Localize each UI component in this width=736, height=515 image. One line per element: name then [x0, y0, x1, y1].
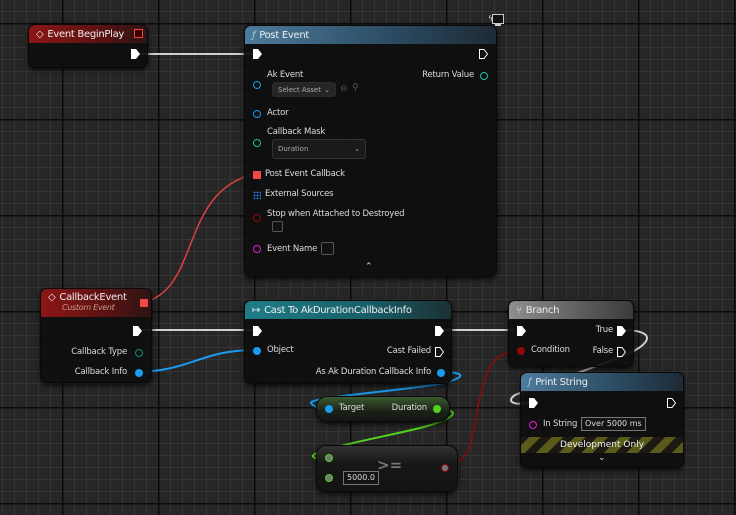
search-icon[interactable]: ⚲ — [352, 83, 359, 93]
callback-info-pin[interactable] — [135, 369, 143, 377]
callback-type-label: Callback Type — [71, 347, 127, 357]
external-sources-label: External Sources — [265, 189, 334, 199]
exec-in-pin[interactable] — [253, 49, 262, 59]
node-subtitle: Custom Event — [62, 303, 115, 312]
event-name-pin[interactable] — [253, 245, 261, 253]
callback-mask-label: Callback Mask — [267, 127, 326, 137]
callback-info-label: Callback Info — [74, 367, 127, 377]
cast-node[interactable]: ↦ Cast To AkDurationCallbackInfo Object … — [244, 300, 452, 384]
ak-event-label: Ak Event — [267, 70, 304, 80]
chevron-down-icon: ⌄ — [324, 85, 330, 94]
post-event-node[interactable]: ƒ Post Event Ak Event Select Asset⌄ ⊖ ⚲ … — [244, 25, 497, 277]
node-header: ↦ Cast To AkDurationCallbackInfo — [245, 301, 451, 319]
exec-out-pin[interactable] — [435, 326, 444, 336]
stop-when-attached-pin[interactable] — [253, 214, 261, 222]
true-label: True — [595, 325, 613, 335]
cast-failed-exec-pin[interactable] — [435, 347, 444, 357]
object-pin[interactable] — [253, 347, 261, 355]
node-header: ◇ Event BeginPlay — [29, 25, 147, 43]
in-string-input[interactable]: Over 5000 ms — [581, 417, 646, 431]
actor-label: Actor — [267, 108, 289, 118]
operator-label: >= — [377, 456, 403, 474]
node-header: ◇CallbackEvent Custom Event — [41, 289, 151, 317]
exec-out-pin[interactable] — [479, 49, 488, 59]
branch-node[interactable]: ⑂ Branch True Condition False — [508, 300, 634, 367]
exec-out-pin[interactable] — [131, 49, 140, 59]
cast-failed-label: Cast Failed — [386, 346, 431, 356]
post-event-callback-pin[interactable] — [253, 171, 261, 179]
post-event-callback-label: Post Event Callback — [265, 169, 345, 179]
delegate-pin-icon[interactable] — [140, 299, 148, 307]
in-string-pin[interactable] — [529, 421, 537, 429]
array-grid-pin[interactable] — [253, 191, 261, 199]
node-title: Event BeginPlay — [47, 28, 125, 40]
print-string-node[interactable]: ƒ Print String In String Over 5000 ms De… — [520, 372, 684, 468]
exec-in-pin[interactable] — [517, 326, 526, 336]
dropdown-value: Duration — [278, 145, 309, 153]
development-only-banner: Development Only — [521, 437, 683, 453]
greater-equal-node[interactable]: 5000.0 >= — [316, 445, 458, 492]
duration-pin[interactable] — [433, 405, 441, 413]
dropdown-value: Select Asset — [278, 85, 321, 94]
node-title: Cast To AkDurationCallbackInfo — [264, 304, 412, 316]
false-exec-pin[interactable] — [617, 347, 626, 357]
node-title: Print String — [535, 376, 588, 388]
chevron-down-icon: ⌄ — [354, 145, 360, 153]
exec-in-pin[interactable] — [529, 398, 538, 408]
node-title: CallbackEvent — [59, 292, 127, 303]
banner-label: Development Only — [559, 440, 645, 450]
b-value-input[interactable]: 5000.0 — [343, 471, 379, 485]
condition-label: Condition — [531, 345, 570, 355]
event-diamond-icon: ◇ — [48, 292, 56, 303]
node-header: ⑂ Branch — [509, 301, 633, 319]
expand-chevron-down-icon[interactable]: ⌄ — [598, 453, 606, 463]
exec-out-pin[interactable] — [133, 326, 142, 336]
false-label: False — [592, 346, 614, 356]
stop-when-attached-label: Stop when Attached to Destroyed — [267, 209, 405, 219]
event-diamond-icon: ◇ — [36, 28, 44, 40]
return-value-label: Return Value — [422, 70, 474, 80]
cast-arrow-icon: ↦ — [252, 304, 261, 316]
as-ak-duration-callback-info-label: As Ak Duration Callback Info — [315, 367, 431, 377]
a-pin[interactable] — [325, 454, 333, 462]
delegate-pin-icon[interactable] — [134, 29, 143, 38]
function-icon: ƒ — [528, 376, 532, 388]
node-header: ƒ Post Event — [245, 26, 496, 44]
true-exec-pin[interactable] — [617, 326, 626, 336]
server-only-icon: ϟ — [488, 14, 504, 27]
stop-when-attached-checkbox[interactable] — [272, 221, 283, 232]
exec-out-pin[interactable] — [667, 398, 676, 408]
b-pin[interactable] — [325, 474, 333, 482]
node-title: Branch — [525, 304, 560, 316]
ak-event-pin[interactable] — [253, 81, 261, 89]
exec-in-pin[interactable] — [253, 326, 262, 336]
return-value-pin[interactable] — [480, 72, 488, 80]
callback-mask-dropdown[interactable]: Duration ⌄ — [272, 139, 366, 159]
callback-event-node[interactable]: ◇CallbackEvent Custom Event Callback Typ… — [40, 288, 152, 383]
callback-type-pin[interactable] — [135, 349, 143, 357]
as-ak-duration-callback-info-pin[interactable] — [437, 369, 445, 377]
ak-event-asset-dropdown[interactable]: Select Asset⌄ — [272, 82, 336, 97]
result-pin[interactable] — [441, 464, 449, 472]
event-name-input[interactable] — [321, 242, 334, 255]
browse-back-icon[interactable]: ⊖ — [340, 84, 348, 94]
callback-mask-pin[interactable] — [253, 139, 261, 147]
event-name-label: Event Name — [267, 244, 318, 254]
target-pin[interactable] — [325, 405, 333, 413]
node-title: Post Event — [259, 29, 309, 41]
duration-label: Duration — [391, 403, 428, 413]
function-icon: ƒ — [252, 29, 256, 41]
branch-icon: ⑂ — [516, 304, 522, 316]
in-string-label: In String — [543, 419, 578, 429]
event-begin-play-node[interactable]: ◇ Event BeginPlay — [28, 24, 148, 68]
object-label: Object — [267, 345, 294, 355]
get-duration-node[interactable]: Target Duration — [316, 396, 450, 422]
actor-pin[interactable] — [253, 110, 261, 118]
node-header: ƒ Print String — [521, 373, 683, 391]
target-label: Target — [339, 403, 365, 413]
condition-pin[interactable] — [517, 347, 525, 355]
collapse-chevron-up-icon[interactable]: ⌃ — [365, 262, 373, 272]
